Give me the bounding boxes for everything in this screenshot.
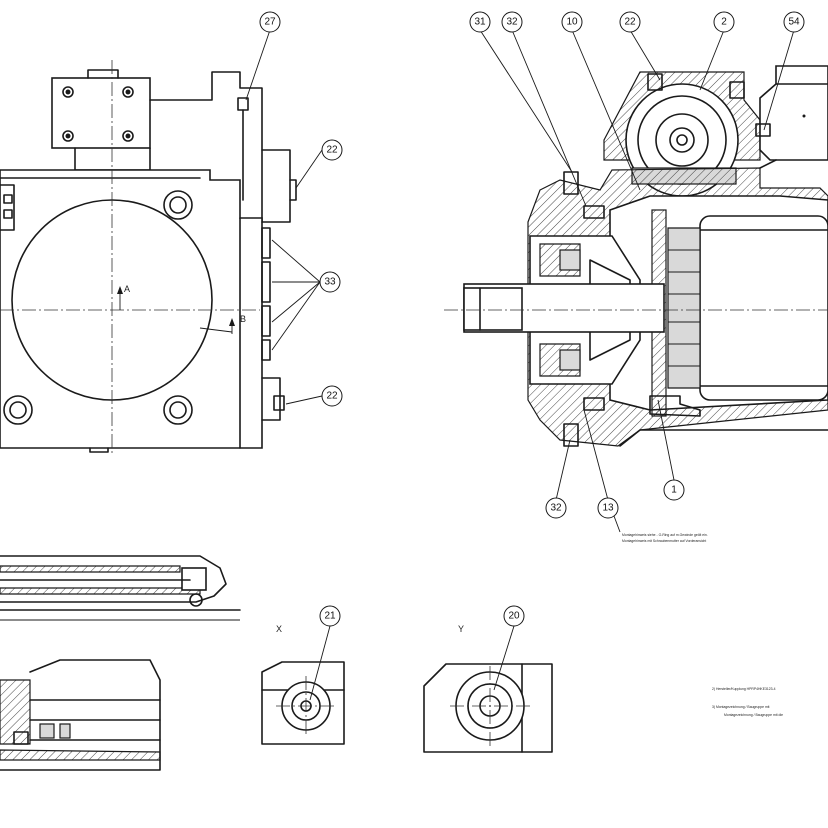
balloon-1: 1: [663, 479, 685, 501]
svg-text:2: 2: [721, 17, 727, 28]
balloon-22-b: 22: [321, 385, 343, 407]
arrow-a-label: A: [124, 284, 130, 294]
section-note-1: Montagehinweis siehe - O-Ring auf m.Gewi…: [622, 533, 708, 537]
detail-section-upper: [0, 555, 241, 621]
legend-line-2: 3) Montagezeichnung / Baugruppe mit: [712, 705, 770, 709]
balloon-31: 31: [469, 11, 491, 33]
balloon-32-a: 32: [501, 11, 523, 33]
arrow-b-label: B: [240, 314, 246, 324]
svg-text:54: 54: [788, 17, 800, 28]
balloon-13: 13: [597, 497, 619, 519]
balloon-27: 27: [259, 11, 281, 33]
legend-notes: 2) Hersteller/Kupplung HPRP4HKE3123-4 3)…: [712, 687, 783, 717]
balloon-21: 21: [319, 605, 341, 627]
view-x: X: [261, 624, 345, 745]
control-block: [759, 65, 828, 161]
balloon-22-c: 22: [619, 11, 641, 33]
svg-text:32: 32: [550, 503, 562, 514]
view-y: Y: [423, 624, 553, 753]
balloon-10: 10: [561, 11, 583, 33]
svg-text:31: 31: [474, 17, 486, 28]
balloon-22-a: 22: [321, 139, 343, 161]
section-note-2: Montagehinweis mit Schraubenmutter auf V…: [622, 539, 706, 543]
svg-text:20: 20: [508, 611, 520, 622]
svg-text:10: 10: [566, 17, 578, 28]
balloon-33: 33: [319, 271, 341, 293]
svg-text:21: 21: [324, 611, 336, 622]
legend-line-1: 2) Hersteller/Kupplung HPRP4HKE3123-4: [712, 687, 776, 691]
svg-text:22: 22: [326, 145, 338, 156]
svg-text:33: 33: [324, 277, 336, 288]
balloon-54: 54: [783, 11, 805, 33]
section-view: Montagehinweis siehe - O-Ring auf m.Gewi…: [444, 29, 828, 543]
svg-text:1: 1: [671, 485, 677, 496]
view-y-label: Y: [458, 624, 464, 634]
svg-text:27: 27: [264, 17, 276, 28]
detail-section-lower: [0, 659, 161, 771]
view-x-label: X: [276, 624, 282, 634]
svg-text:13: 13: [602, 503, 614, 514]
legend-line-3: Montagezeichnung / Baugruppe mit die: [724, 713, 783, 717]
cylinder-block: [699, 215, 828, 401]
svg-text:22: 22: [624, 17, 636, 28]
svg-text:32: 32: [506, 17, 518, 28]
svg-text:22: 22: [326, 391, 338, 402]
front-view: A B: [0, 29, 323, 455]
balloon-20: 20: [503, 605, 525, 627]
balloon-32-b: 32: [545, 497, 567, 519]
balloon-2: 2: [713, 11, 735, 33]
